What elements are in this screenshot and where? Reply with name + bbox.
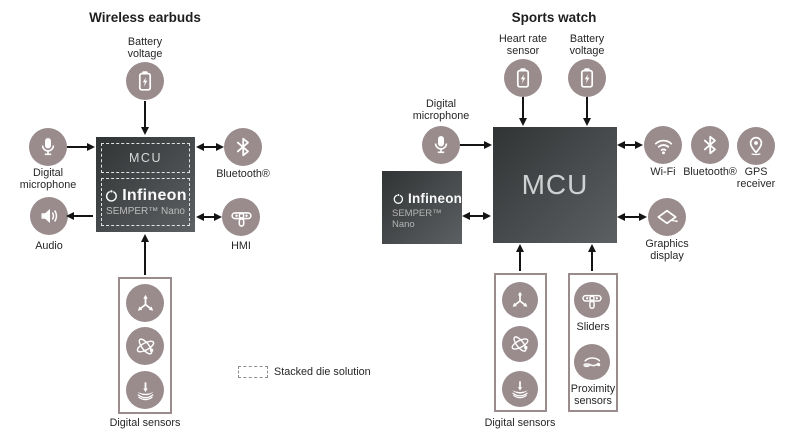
graphics-display-label: Graphics display <box>645 238 689 263</box>
digital-microphone-label: Digital microphone <box>19 167 77 192</box>
pressure-sensor-node <box>502 371 538 407</box>
wifi-node <box>644 126 682 164</box>
bluetooth-label: Bluetooth® <box>683 166 737 178</box>
slider-icon <box>582 294 602 309</box>
right-diagram-title: Sports watch <box>511 10 597 25</box>
mcu-label: MCU <box>129 151 162 165</box>
accelerometer-icon <box>508 288 532 312</box>
battery-icon <box>580 67 594 88</box>
gps-receiver-node <box>737 127 775 165</box>
sliders-node <box>574 282 610 318</box>
gyroscope-icon <box>510 334 530 354</box>
stacked-die-legend-swatch <box>238 366 268 378</box>
accelerometer-icon <box>133 291 158 316</box>
infineon-brand: Infineon <box>122 187 187 204</box>
infineon-logo-icon <box>106 189 118 202</box>
battery-voltage-node <box>126 62 164 100</box>
digital-microphone-node <box>422 126 460 164</box>
bluetooth-node <box>691 126 729 164</box>
pressure-icon <box>511 380 529 399</box>
audio-label: Audio <box>35 240 63 252</box>
microphone-icon <box>434 135 448 154</box>
accelerometer-node <box>126 284 164 322</box>
gyroscope-node <box>126 327 164 365</box>
battery-icon <box>516 67 530 88</box>
gyroscope-icon <box>134 336 156 356</box>
microphone-icon <box>41 137 55 156</box>
accelerometer-node <box>502 282 538 318</box>
watch-mcu-block: MCU <box>493 127 617 243</box>
semper-nano-label: SEMPER™ Nano <box>106 206 185 217</box>
proximity-icon <box>583 357 601 368</box>
pressure-sensor-node <box>126 371 164 409</box>
heart-rate-node <box>504 59 542 97</box>
battery-voltage-node <box>568 59 606 97</box>
audio-node <box>30 197 68 235</box>
semper-die-outline: Infineon SEMPER™ Nano <box>101 178 190 226</box>
bluetooth-icon <box>236 137 249 157</box>
bluetooth-node <box>224 128 262 166</box>
earbuds-soc-block: MCU Infineon SEMPER™ Nano <box>96 137 195 232</box>
wifi-icon <box>654 139 672 155</box>
speaker-icon <box>40 208 58 224</box>
bluetooth-label: Bluetooth® <box>216 168 270 180</box>
proximity-sensors-label: Proximity sensors <box>570 383 616 408</box>
battery-voltage-label: Battery voltage <box>127 36 163 61</box>
gyroscope-node <box>502 326 538 362</box>
semper-nano-block: Infineon SEMPER™ Nano <box>382 171 462 244</box>
battery-icon <box>138 70 152 91</box>
graphics-display-node <box>648 198 686 236</box>
hmi-node <box>222 198 260 236</box>
infineon-brand: Infineon <box>408 191 463 206</box>
digital-sensors-label: Digital sensors <box>109 417 181 429</box>
mcu-die-outline: MCU <box>101 143 190 173</box>
slider-icon <box>230 211 252 227</box>
heart-rate-label: Heart rate sensor <box>498 33 548 58</box>
mcu-label: MCU <box>521 169 589 200</box>
sliders-label: Sliders <box>576 321 610 333</box>
stacked-die-legend-label: Stacked die solution <box>274 366 371 378</box>
display-icon <box>657 209 679 225</box>
digital-microphone-node <box>29 128 67 166</box>
digital-microphone-label: Digital microphone <box>412 98 470 123</box>
hmi-label: HMI <box>231 240 251 252</box>
wifi-label: Wi-Fi <box>650 166 676 178</box>
gps-receiver-label: GPS receiver <box>736 166 776 191</box>
semper-nano-label: SEMPER™ Nano <box>392 208 442 230</box>
bluetooth-icon <box>703 135 716 155</box>
battery-voltage-label: Battery voltage <box>569 33 605 58</box>
left-diagram-title: Wireless earbuds <box>89 10 201 25</box>
proximity-sensors-node <box>574 344 610 380</box>
infineon-logo-icon <box>393 192 404 204</box>
digital-sensors-label: Digital sensors <box>484 417 556 429</box>
pressure-icon <box>135 380 155 400</box>
gps-pin-icon <box>749 136 763 156</box>
